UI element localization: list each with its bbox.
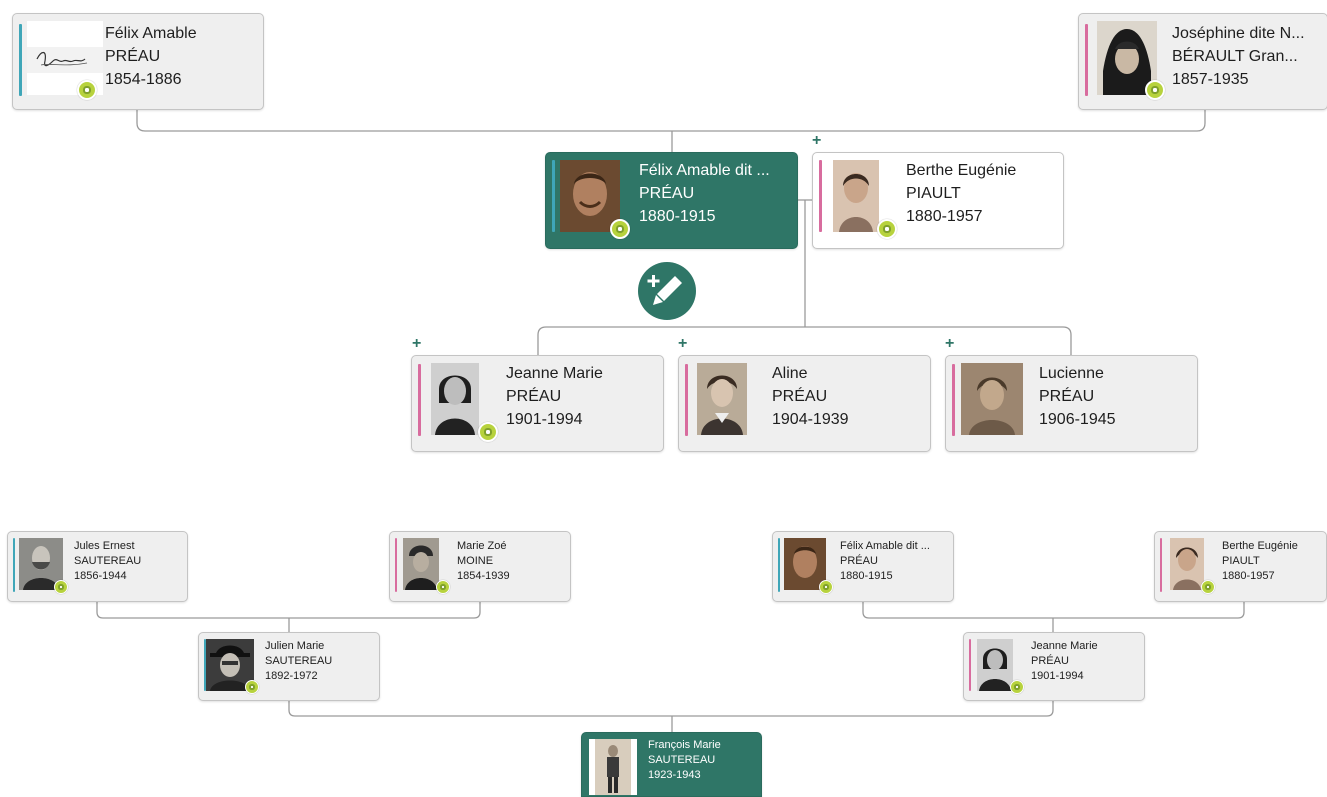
- portrait-photo: [431, 363, 479, 435]
- life-years: 1892-1972: [265, 670, 318, 682]
- gender-stripe: [204, 639, 206, 691]
- portrait-photo: [560, 160, 620, 232]
- person-card-julien-marie[interactable]: Julien Marie SAUTEREAU 1892-1972: [198, 632, 380, 701]
- person-card-jules-ernest[interactable]: Jules Ernest SAUTEREAU 1856-1944: [7, 531, 188, 602]
- person-card-child-jeanne-marie[interactable]: Jeanne Marie PRÉAU 1901-1994: [411, 355, 664, 452]
- gender-stripe: [13, 538, 15, 592]
- person-card-focus-felix-amable-dit[interactable]: Félix Amable dit ... PRÉAU 1880-1915: [545, 152, 798, 249]
- portrait-photo: [833, 160, 879, 232]
- last-name: MOINE: [457, 555, 494, 567]
- last-name: PIAULT: [906, 185, 961, 202]
- first-name: Julien Marie: [265, 640, 325, 652]
- last-name: PRÉAU: [506, 388, 562, 405]
- first-name: Jeanne Marie: [506, 365, 603, 382]
- person-card-felix-amable-1854[interactable]: Félix Amable PRÉAU 1854-1886: [12, 13, 264, 110]
- status-dot-icon: [1010, 680, 1024, 694]
- first-name: Félix Amable dit ...: [840, 540, 930, 552]
- gender-stripe: [952, 364, 955, 436]
- status-dot-icon: [877, 219, 897, 239]
- portrait-photo: [977, 639, 1013, 691]
- gender-stripe: [969, 639, 971, 691]
- life-years: 1854-1886: [105, 71, 182, 88]
- person-card-berthe-eugenie[interactable]: Berthe Eugénie PIAULT 1880-1957: [812, 152, 1064, 249]
- life-years: 1906-1945: [1039, 411, 1116, 428]
- life-years: 1901-1994: [1031, 670, 1084, 682]
- portrait-photo: [589, 739, 637, 795]
- gender-stripe: [1085, 24, 1088, 96]
- status-dot-icon: [819, 580, 833, 594]
- life-years: 1857-1935: [1172, 71, 1249, 88]
- edit-person-button[interactable]: [638, 262, 696, 320]
- life-years: 1880-1915: [840, 570, 893, 582]
- portrait-photo: [961, 363, 1023, 435]
- life-years: 1880-1957: [906, 208, 983, 225]
- status-dot-icon: [436, 580, 450, 594]
- last-name: PRÉAU: [105, 48, 161, 65]
- life-years: 1904-1939: [772, 411, 849, 428]
- gender-stripe: [685, 364, 688, 436]
- first-name: Jules Ernest: [74, 540, 135, 552]
- first-name: Lucienne: [1039, 365, 1104, 382]
- last-name: PIAULT: [1222, 555, 1260, 567]
- person-card-josephine-berault[interactable]: Joséphine dite N... BÉRAULT Gran... 1857…: [1078, 13, 1327, 110]
- first-name: Marie Zoé: [457, 540, 507, 552]
- portrait-photo: [784, 538, 826, 590]
- gender-stripe: [418, 364, 421, 436]
- add-parents-button[interactable]: +: [812, 132, 822, 149]
- gender-stripe: [1160, 538, 1162, 592]
- last-name: PRÉAU: [772, 388, 828, 405]
- life-years: 1854-1939: [457, 570, 510, 582]
- gender-stripe: [19, 24, 22, 96]
- add-child-button[interactable]: +: [412, 335, 422, 352]
- status-dot-icon: [610, 219, 630, 239]
- last-name: SAUTEREAU: [265, 655, 333, 667]
- last-name: PRÉAU: [1031, 655, 1069, 667]
- gender-stripe: [778, 538, 780, 592]
- first-name: Félix Amable: [105, 25, 197, 42]
- first-name: Jeanne Marie: [1031, 640, 1098, 652]
- person-card-child-aline[interactable]: Aline PRÉAU 1904-1939: [678, 355, 931, 452]
- edit-pencil-plus-icon: [647, 275, 682, 305]
- gender-stripe: [395, 538, 397, 592]
- add-child-button[interactable]: +: [945, 335, 955, 352]
- first-name: Aline: [772, 365, 808, 382]
- first-name: Berthe Eugénie: [1222, 540, 1298, 552]
- last-name: PRÉAU: [639, 185, 695, 202]
- last-name: BÉRAULT Gran...: [1172, 48, 1298, 65]
- gender-stripe: [552, 160, 555, 232]
- first-name: Joséphine dite N...: [1172, 25, 1305, 42]
- last-name: SAUTEREAU: [648, 754, 716, 766]
- status-dot-icon: [54, 580, 68, 594]
- life-years: 1880-1915: [639, 208, 716, 225]
- person-card-francois-marie[interactable]: François Marie SAUTEREAU 1923-1943: [581, 732, 762, 797]
- person-card-child-lucienne[interactable]: Lucienne PRÉAU 1906-1945: [945, 355, 1198, 452]
- portrait-photo: [403, 538, 439, 590]
- status-dot-icon: [1145, 80, 1165, 100]
- last-name: PRÉAU: [840, 555, 878, 567]
- status-dot-icon: [77, 80, 97, 100]
- first-name: Berthe Eugénie: [906, 162, 1017, 179]
- portrait-photo: [1170, 538, 1204, 590]
- person-card-felix-amable-dit-small[interactable]: Félix Amable dit ... PRÉAU 1880-1915: [772, 531, 954, 602]
- life-years: 1923-1943: [648, 769, 701, 781]
- gender-stripe: [819, 160, 822, 232]
- person-card-berthe-eugenie-small[interactable]: Berthe Eugénie PIAULT 1880-1957: [1154, 531, 1327, 602]
- status-dot-icon: [1201, 580, 1215, 594]
- last-name: PRÉAU: [1039, 388, 1095, 405]
- first-name: Félix Amable dit ...: [639, 162, 770, 179]
- life-years: 1901-1994: [506, 411, 583, 428]
- person-card-marie-zoe[interactable]: Marie Zoé MOINE 1854-1939: [389, 531, 571, 602]
- life-years: 1856-1944: [74, 570, 127, 582]
- first-name: François Marie: [648, 739, 721, 751]
- person-card-jeanne-marie-small[interactable]: Jeanne Marie PRÉAU 1901-1994: [963, 632, 1145, 701]
- status-dot-icon: [478, 422, 498, 442]
- status-dot-icon: [245, 680, 259, 694]
- portrait-photo: [697, 363, 747, 435]
- life-years: 1880-1957: [1222, 570, 1275, 582]
- add-child-button[interactable]: +: [678, 335, 688, 352]
- last-name: SAUTEREAU: [74, 555, 142, 567]
